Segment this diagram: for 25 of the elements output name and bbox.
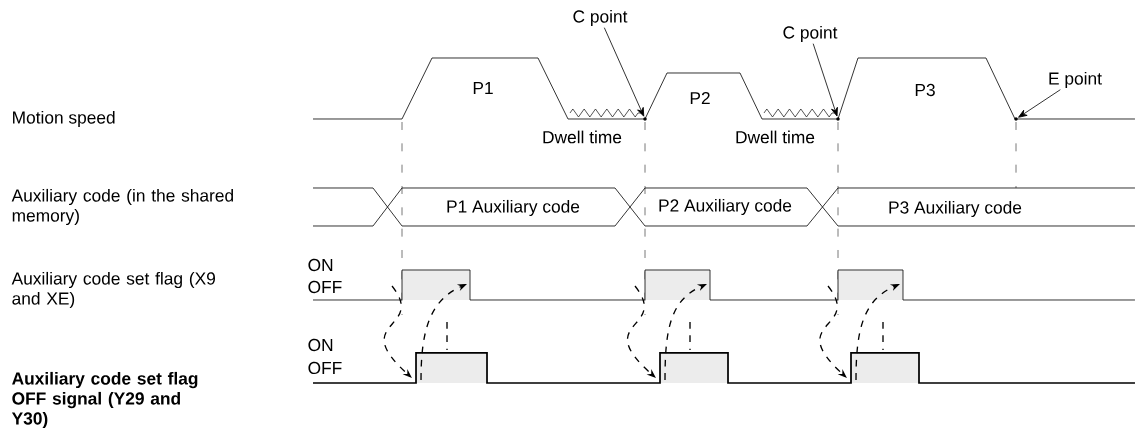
waveform-point (836, 117, 840, 121)
state-label: ON (308, 258, 333, 272)
waveform-label: P2 (690, 91, 710, 105)
waveform-point (643, 117, 647, 121)
waveform-label: P3 (915, 83, 935, 97)
waveform-label: P1 Auxiliary code (447, 199, 580, 217)
waveform-point (1014, 117, 1018, 121)
leader-line (1018, 89, 1061, 118)
row-label: Motion speed (13, 110, 115, 128)
leader-line (603, 27, 645, 117)
callout-text: C point (783, 25, 838, 43)
leader-line (812, 43, 838, 117)
waveform-label: Dwell time (736, 130, 815, 144)
row-label: Auxiliary code (in the shared memory) (11, 188, 233, 226)
waveform-label: P3 Auxiliary code (889, 200, 1022, 218)
row-label: Auxiliary code set flag (X9 and XE) (11, 271, 215, 309)
waveform-label: P2 Auxiliary code (659, 198, 792, 216)
waveform-label: Dwell time (543, 130, 622, 144)
callout-text: E point (1049, 71, 1102, 89)
waveform-label: P1 (473, 82, 493, 94)
state-label: OFF (308, 280, 342, 294)
state-label: ON (308, 338, 333, 352)
state-label: OFF (308, 361, 342, 375)
callout-text: C point (573, 9, 628, 27)
row-label: Auxiliary code set flag OFF signal (Y29 and Y30) (11, 371, 198, 429)
